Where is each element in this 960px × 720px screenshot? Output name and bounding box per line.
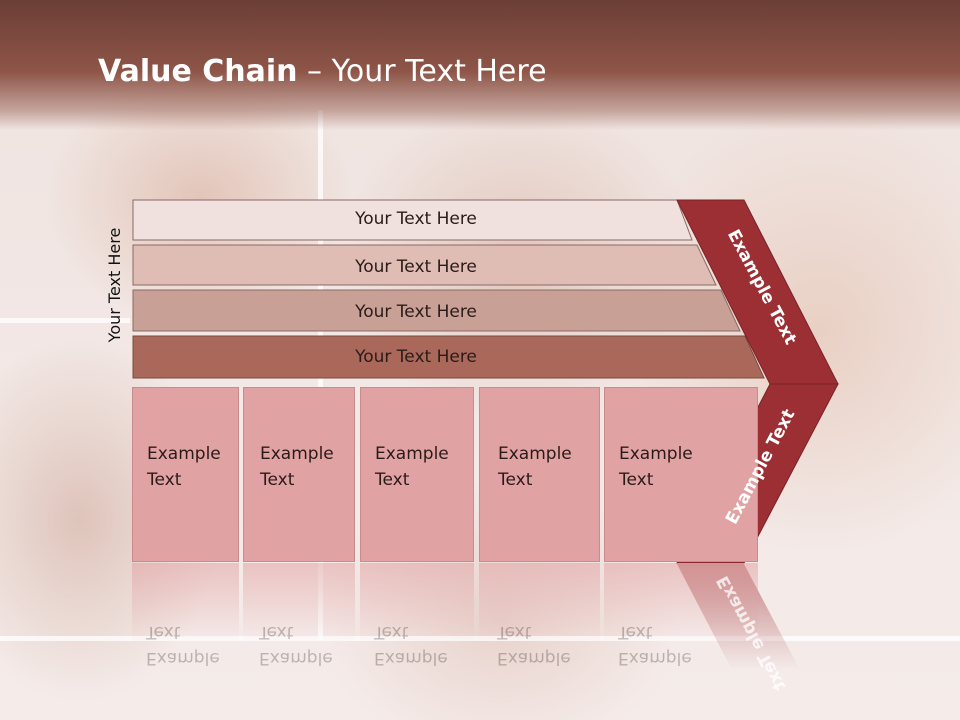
slide-title[interactable]: Value Chain – Your Text Here bbox=[98, 54, 547, 89]
bar-1-shape[interactable] bbox=[132, 199, 693, 241]
collage-divider bbox=[0, 318, 130, 323]
bar-1-label: Your Text Here bbox=[355, 209, 477, 229]
bar-3-label: Your Text Here bbox=[355, 302, 477, 322]
bar-2-shape[interactable] bbox=[132, 244, 717, 286]
bar-2-label: Your Text Here bbox=[355, 257, 477, 277]
bar-4-shape[interactable] bbox=[132, 335, 765, 379]
title-bar bbox=[0, 0, 960, 130]
bar-3-shape[interactable] bbox=[132, 289, 741, 332]
title-rest: – Your Text Here bbox=[297, 54, 547, 89]
bar-4-label: Your Text Here bbox=[355, 347, 477, 367]
title-bold: Value Chain bbox=[98, 54, 298, 89]
